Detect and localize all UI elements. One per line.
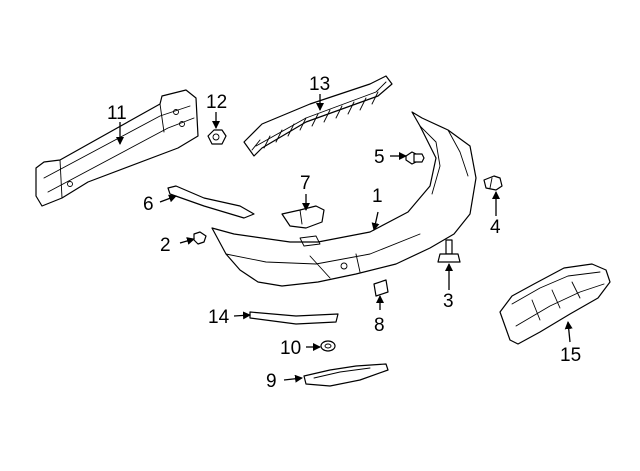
bracket-center[interactable] bbox=[281, 205, 325, 229]
bolt-vertical[interactable] bbox=[437, 239, 461, 263]
callout-label-2: 2 bbox=[160, 235, 171, 256]
bumper-cover[interactable] bbox=[211, 111, 477, 287]
nut-clip[interactable] bbox=[207, 129, 227, 145]
callout-label-9: 9 bbox=[266, 371, 277, 392]
impact-bar[interactable] bbox=[35, 89, 199, 207]
callout-line-2 bbox=[179, 237, 195, 245]
callout-label-7: 7 bbox=[300, 173, 311, 194]
callout-label-12: 12 bbox=[206, 92, 227, 113]
callout-label-6: 6 bbox=[143, 194, 154, 215]
callout-labels: 1 2 3 4 5 6 7 8 9 10 11 12 13 14 15 bbox=[107, 74, 581, 392]
bracket-side[interactable] bbox=[167, 185, 255, 219]
callout-label-10: 10 bbox=[280, 338, 301, 359]
callout-label-11: 11 bbox=[107, 103, 127, 124]
callout-line-14 bbox=[233, 311, 251, 320]
callout-line-9 bbox=[283, 374, 303, 383]
callout-line-6 bbox=[159, 194, 177, 203]
callout-line-15 bbox=[564, 321, 573, 343]
callout-line-1 bbox=[371, 211, 380, 231]
callout-label-5: 5 bbox=[374, 147, 385, 168]
skid-plate[interactable] bbox=[499, 263, 611, 345]
callout-label-8: 8 bbox=[374, 315, 385, 336]
callout-label-13: 13 bbox=[309, 74, 330, 95]
screw-upper[interactable] bbox=[405, 151, 425, 165]
callout-label-15: 15 bbox=[560, 345, 581, 366]
reflector-lower[interactable] bbox=[303, 363, 389, 387]
clip-round[interactable] bbox=[320, 340, 336, 352]
bolt-side[interactable] bbox=[483, 175, 503, 191]
callout-label-14: 14 bbox=[208, 307, 230, 328]
molding-strip[interactable] bbox=[249, 311, 339, 325]
callout-label-3: 3 bbox=[443, 291, 454, 312]
callout-label-4: 4 bbox=[490, 217, 501, 238]
callout-lines bbox=[116, 94, 573, 383]
cap-small[interactable] bbox=[373, 279, 389, 297]
callout-label-1: 1 bbox=[372, 186, 383, 207]
step-pad[interactable] bbox=[243, 75, 393, 157]
screw-lower[interactable] bbox=[193, 231, 207, 245]
